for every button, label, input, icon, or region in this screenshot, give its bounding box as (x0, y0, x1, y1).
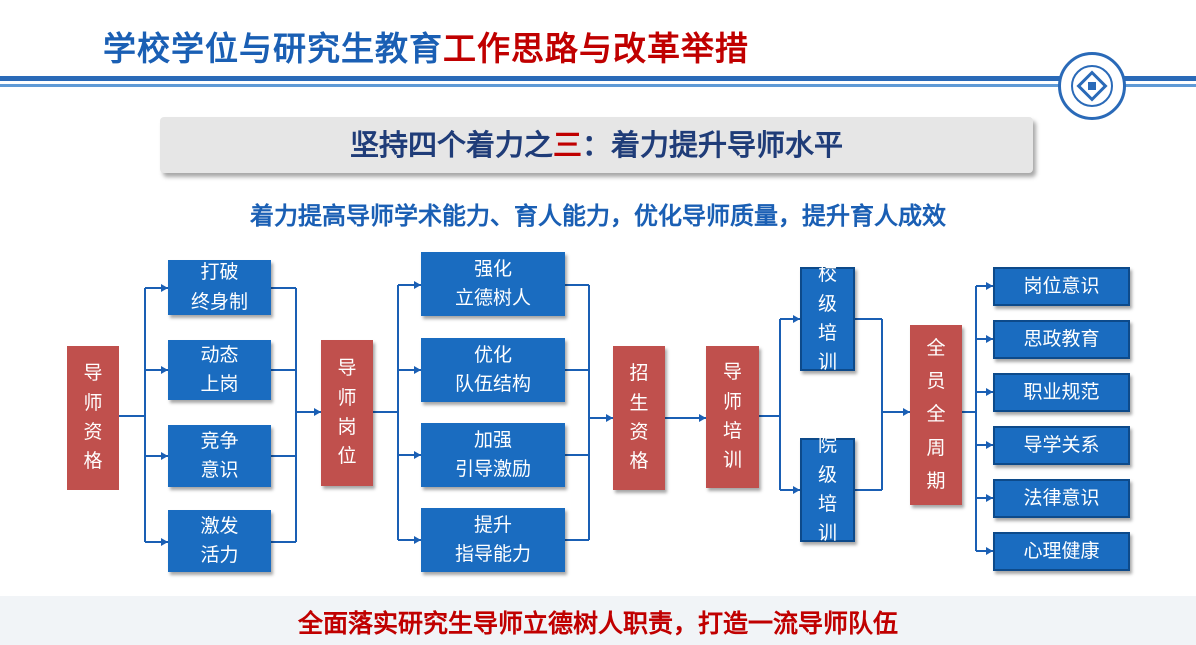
header-divider (0, 76, 1196, 81)
node-college-training: 院级培训 (800, 434, 855, 544)
node-post-awareness: 岗位意识 (993, 267, 1130, 306)
node-optimize-structure: 优化队伍结构 (421, 338, 565, 402)
footer-band (0, 596, 1196, 645)
node-guidance-incentive: 加强引导激励 (421, 423, 565, 487)
footer-slogan: 全面落实研究生导师立德树人职责，打造一流导师队伍 (297, 609, 898, 638)
node-dynamic-appointment: 动态上岗 (168, 340, 271, 400)
node-mentor-training: 导师培训 (706, 346, 759, 488)
node-enrollment-qualification: 招生资格 (613, 346, 665, 490)
connector-lines (119, 281, 993, 555)
university-logo (1058, 52, 1126, 120)
node-mental-health: 心理健康 (993, 532, 1130, 571)
node-professional-norms: 职业规范 (993, 373, 1130, 412)
node-break-tenure: 打破终身制 (168, 260, 271, 315)
node-competition-awareness: 竞争意识 (168, 425, 271, 487)
node-legal-awareness: 法律意识 (993, 479, 1130, 518)
node-improve-guidance: 提升指导能力 (421, 508, 565, 572)
node-mentor-qualification: 导师资格 (67, 346, 119, 490)
node-full-cycle: 全员全周期 (910, 325, 962, 505)
subtitle: 着力提高导师学术能力、育人能力，优化导师质量，提升育人成效 (250, 202, 946, 230)
header-divider-thin (0, 84, 1196, 87)
node-strengthen-morality: 强化立德树人 (421, 252, 565, 316)
node-school-training: 校级培训 (800, 263, 855, 373)
page-title: 学校学位与研究生教育工作思路与改革举措 (103, 29, 749, 68)
node-ideological-education: 思政教育 (993, 320, 1130, 359)
node-mentor-student-relation: 导学关系 (993, 426, 1130, 465)
node-stimulate-vitality: 激发活力 (168, 510, 271, 572)
node-mentor-post: 导师岗位 (321, 340, 373, 486)
section-banner: 坚持四个着力之三：着力提升导师水平 (160, 117, 1033, 173)
